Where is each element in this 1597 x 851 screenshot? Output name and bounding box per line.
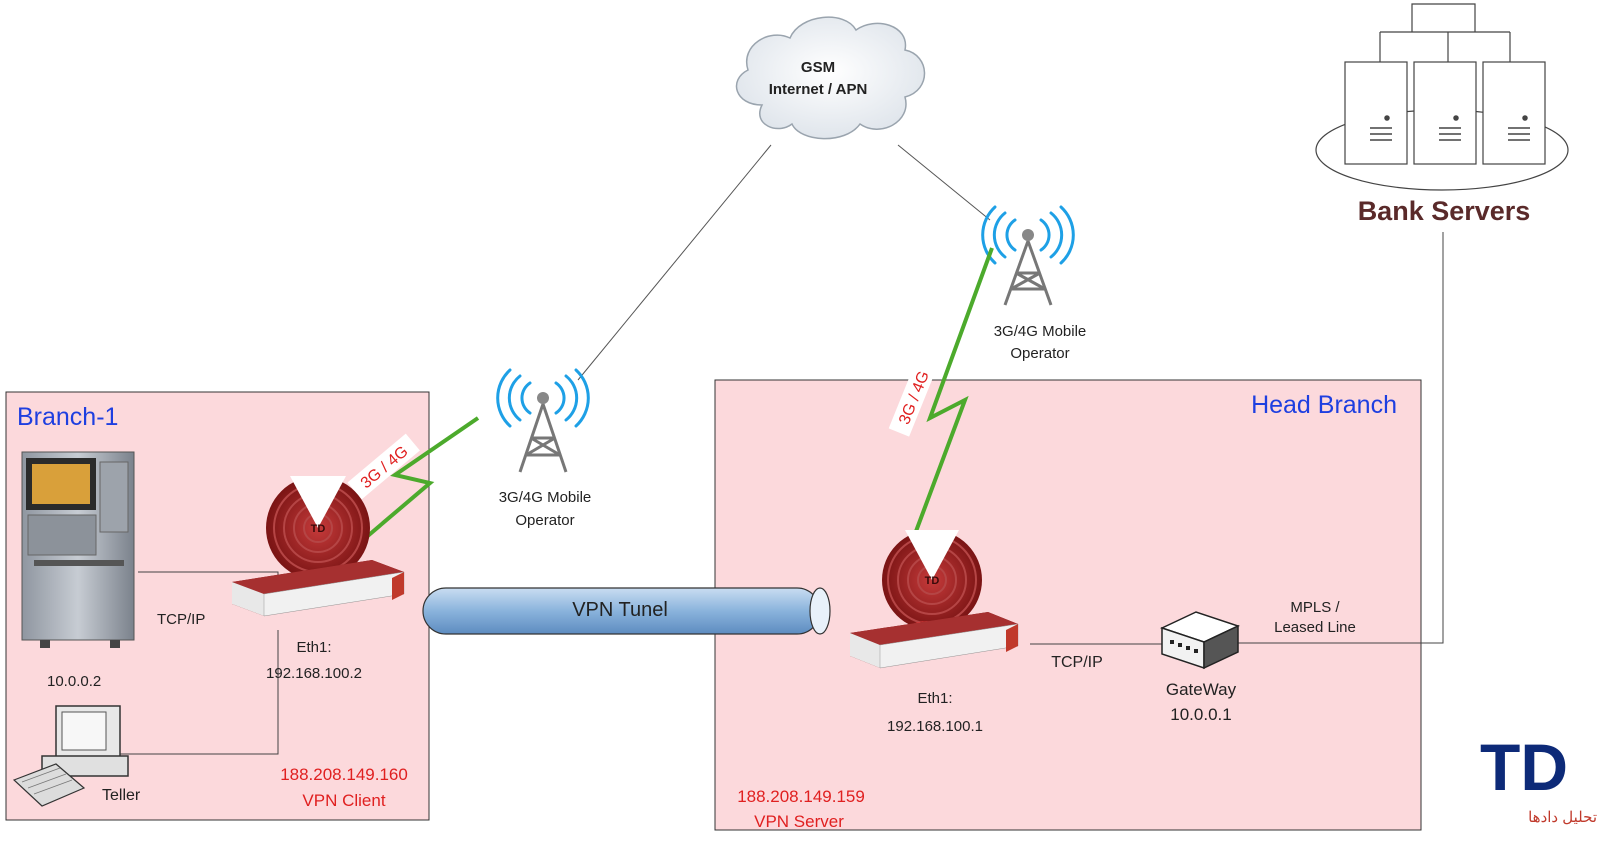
gateway-router-icon xyxy=(1159,611,1241,670)
brand-logo-text: TD xyxy=(1480,730,1568,804)
server-tree-lines xyxy=(1411,3,1476,32)
wan-label-line1: MPLS / xyxy=(1290,599,1340,616)
vpn-tunnel-label: VPN Tunel xyxy=(572,599,668,621)
head-tower-label-line2: Operator xyxy=(1010,345,1069,362)
bank-servers-label: Bank Servers xyxy=(1358,196,1531,226)
gateway-label: GateWay xyxy=(1166,680,1237,699)
branch-tower-label-line2: Operator xyxy=(515,512,574,529)
atm-ip: 10.0.0.2 xyxy=(47,673,101,690)
gateway-ip: 10.0.0.1 xyxy=(1170,705,1231,724)
cloud-label-line2: Internet / APN xyxy=(769,81,868,98)
branch1-title: Branch-1 xyxy=(17,403,118,431)
bank-servers: Bank Servers xyxy=(1315,3,1569,226)
brand-tagline: تحلیل دادها xyxy=(1528,809,1597,826)
svg-text:TD: TD xyxy=(925,575,940,587)
head-eth-ip: 192.168.100.1 xyxy=(887,718,983,735)
server-icon xyxy=(1344,61,1408,165)
head-router-icon: TD xyxy=(850,530,1019,669)
bank-to-gateway-line xyxy=(1238,232,1444,644)
cloud-to-head-tower-line xyxy=(897,144,991,221)
head-tower-label-line1: 3G/4G Mobile xyxy=(994,323,1087,340)
branch-eth-label: Eth1: xyxy=(296,639,331,656)
atm-link-label: TCP/IP xyxy=(157,611,205,628)
teller-label: Teller xyxy=(102,787,141,804)
wan-label-line2: Leased Line xyxy=(1274,619,1356,636)
head-role: VPN Server xyxy=(754,812,844,831)
head-cell-tower-icon xyxy=(981,205,1075,306)
server-icon xyxy=(1413,61,1477,165)
svg-text:TD: TD xyxy=(311,523,326,535)
head-wireless-link xyxy=(910,247,994,543)
branch1-public-ip: 188.208.149.160 xyxy=(280,765,408,784)
atm-icon xyxy=(21,451,135,648)
brand-logo: TD تحلیل دادها xyxy=(1480,730,1597,826)
head-branch-zone xyxy=(714,379,1422,831)
branch-eth-ip: 192.168.100.2 xyxy=(266,665,362,682)
head-branch-title: Head Branch xyxy=(1251,391,1397,419)
server-icon xyxy=(1482,61,1546,165)
vpn-tunnel: VPN Tunel xyxy=(422,587,831,635)
gateway-link-label: TCP/IP xyxy=(1051,654,1103,671)
head-eth-label: Eth1: xyxy=(917,690,952,707)
branch-wireless-link xyxy=(361,416,480,542)
cloud-to-branch-tower-line xyxy=(577,144,772,381)
teller-to-router-line xyxy=(118,630,279,755)
branch-router-icon: TD xyxy=(232,476,405,617)
teller-computer-icon xyxy=(12,705,129,807)
gsm-cloud: GSM Internet / APN xyxy=(735,16,926,140)
branch1-role: VPN Client xyxy=(302,791,385,810)
branch-tower-label-line1: 3G/4G Mobile xyxy=(499,489,592,506)
head-public-ip: 188.208.149.159 xyxy=(737,787,865,806)
cloud-label-line1: GSM xyxy=(801,59,835,76)
branch-cell-tower-icon xyxy=(496,368,590,473)
